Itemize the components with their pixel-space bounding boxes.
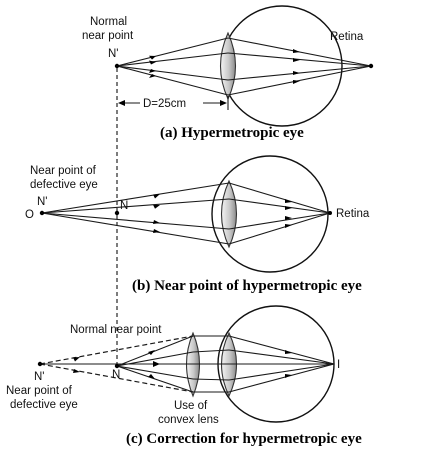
- distance-label: D=25cm: [143, 98, 186, 110]
- point-n-prime-label: N': [108, 48, 119, 60]
- lens-label-line2: convex lens: [158, 414, 219, 426]
- retina-label: Retina: [330, 31, 364, 43]
- ray-arrows: [73, 350, 292, 379]
- near-point-label-line1: Near point of: [6, 385, 73, 397]
- image-label: I: [337, 359, 340, 371]
- panel-b: Near point of defective eye O N' N Retin…: [25, 155, 370, 294]
- point-n-dot: [114, 210, 120, 216]
- point-n-dot: [114, 363, 120, 369]
- near-point-label-line2: defective eye: [30, 179, 98, 191]
- caption-a: (a) Hypermetropic eye: [160, 125, 304, 141]
- panel-c: Normal near point N' N Near point of def…: [6, 305, 362, 447]
- near-point-label-line1: Near point of: [30, 165, 97, 177]
- eye-lens: [221, 179, 237, 249]
- ray-bundle: [41, 182, 331, 245]
- retina-focus-dot: [328, 211, 332, 215]
- retina-focus-dot: [368, 63, 374, 69]
- retina-label: Retina: [336, 208, 370, 220]
- near-point-label-line2: near point: [82, 30, 134, 42]
- point-n-label: N: [120, 200, 128, 212]
- ray-arrows: [153, 194, 292, 233]
- point-n-prime-label: N': [37, 196, 48, 208]
- panel-a: Normal near point N' Retina D=25cm (a) H…: [82, 5, 374, 141]
- lens-label-line1: Use of: [174, 400, 208, 412]
- near-point-label-line2: defective eye: [10, 399, 78, 411]
- point-n-prime-label: N': [34, 371, 45, 383]
- point-n-label: N: [112, 369, 120, 381]
- eyeball: [221, 5, 343, 127]
- caption-b: (b) Near point of hypermetropic eye: [132, 278, 362, 294]
- dashed-ray-bundle: [39, 335, 194, 393]
- normal-near-point-label: Normal near point: [70, 324, 162, 336]
- ray-arrows: [149, 49, 300, 84]
- object-label: O: [25, 209, 34, 221]
- near-point-dot: [114, 63, 120, 69]
- ray-bundle: [40, 335, 335, 393]
- near-point-label-line1: Normal: [90, 16, 127, 28]
- defective-near-point-dot: [37, 361, 43, 367]
- object-dot: [39, 210, 45, 216]
- caption-c: (c) Correction for hypermetropic eye: [126, 431, 362, 447]
